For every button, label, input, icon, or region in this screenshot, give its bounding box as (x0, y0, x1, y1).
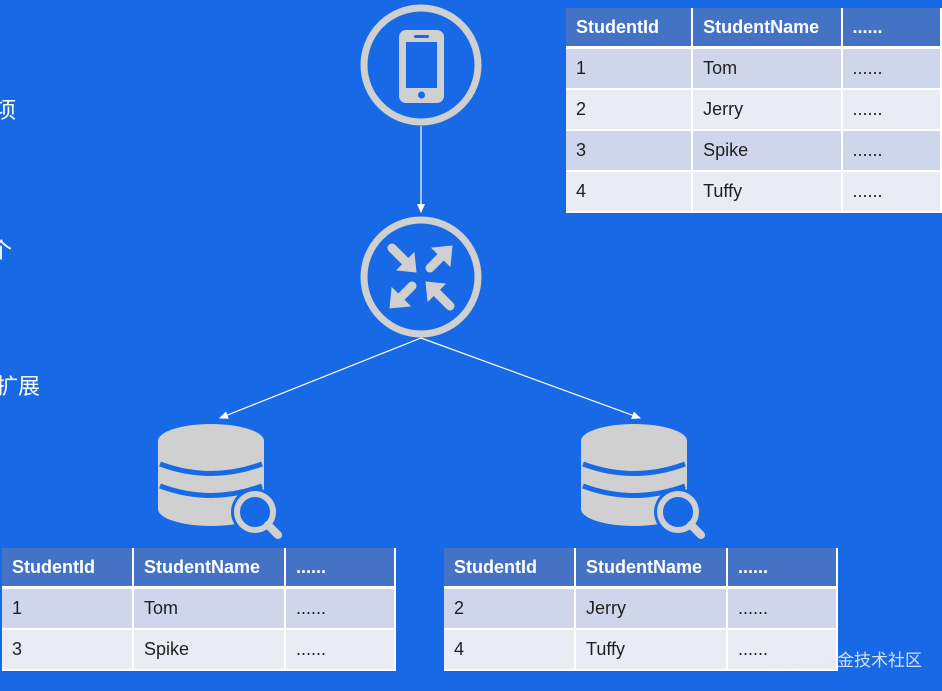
cell-more: ...... (841, 89, 942, 131)
table-row: 3 Spike ...... (566, 130, 942, 172)
connector-router-to-db-left (219, 337, 422, 419)
mobile-phone-icon (360, 4, 482, 126)
cell-more: ...... (727, 629, 838, 671)
cell-studentname: Spike (133, 629, 286, 671)
column-header-more: ...... (285, 548, 396, 589)
table-shard-right: StudentId StudentName ...... 2 Jerry ...… (444, 548, 838, 671)
left-text-fragment-1: 项 (0, 99, 17, 124)
column-header-more: ...... (727, 548, 838, 589)
cell-studentid: 4 (444, 629, 576, 671)
table-row: 2 Jerry ...... (566, 89, 942, 131)
table-header-row: StudentId StudentName ...... (444, 548, 838, 589)
table-row: 2 Jerry ...... (444, 587, 838, 630)
cell-studentname: Spike (692, 130, 843, 172)
cell-studentname: Tuffy (575, 629, 728, 671)
cell-studentname: Tom (133, 587, 286, 630)
cell-studentid: 3 (566, 130, 694, 172)
watermark: @稀土掘金技术社区 (769, 651, 922, 671)
cell-more: ...... (727, 587, 838, 630)
column-header-studentid: StudentId (444, 548, 576, 589)
cell-studentid: 2 (444, 587, 576, 630)
column-header-studentid: StudentId (566, 8, 694, 49)
column-header-studentid: StudentId (2, 548, 134, 589)
cell-studentid: 3 (2, 629, 134, 671)
table-row: 3 Spike ...... (2, 629, 396, 671)
cell-studentname: Tuffy (692, 171, 843, 213)
router-icon (360, 216, 482, 338)
column-header-studentname: StudentName (575, 548, 728, 589)
cell-studentid: 4 (566, 171, 694, 213)
cell-studentid: 1 (566, 47, 694, 90)
column-header-studentname: StudentName (692, 8, 843, 49)
cell-studentid: 2 (566, 89, 694, 131)
column-header-studentname: StudentName (133, 548, 286, 589)
cell-more: ...... (285, 587, 396, 630)
table-header-row: StudentId StudentName ...... (2, 548, 396, 589)
left-text-fragment-2: 个 (0, 239, 13, 264)
database-search-icon (158, 424, 282, 539)
column-header-more: ...... (841, 8, 942, 49)
table-row: 4 Tuffy ...... (444, 629, 838, 671)
left-text-fragment-3: 扩展 (0, 375, 41, 400)
cell-more: ...... (841, 47, 942, 90)
cell-more: ...... (841, 130, 942, 172)
table-row: 4 Tuffy ...... (566, 171, 942, 213)
cell-more: ...... (285, 629, 396, 671)
cell-studentid: 1 (2, 587, 134, 630)
table-row: 1 Tom ...... (566, 47, 942, 90)
table-shard-left: StudentId StudentName ...... 1 Tom .....… (2, 548, 396, 671)
database-search-icon (581, 424, 705, 539)
table-row: 1 Tom ...... (2, 587, 396, 630)
cell-studentname: Tom (692, 47, 843, 90)
cell-studentname: Jerry (575, 587, 728, 630)
cell-studentname: Jerry (692, 89, 843, 131)
connector-router-to-db-right (420, 337, 641, 420)
cell-more: ...... (841, 171, 942, 213)
table-all-students: StudentId StudentName ...... 1 Tom .....… (566, 8, 942, 213)
table-header-row: StudentId StudentName ...... (566, 8, 942, 49)
